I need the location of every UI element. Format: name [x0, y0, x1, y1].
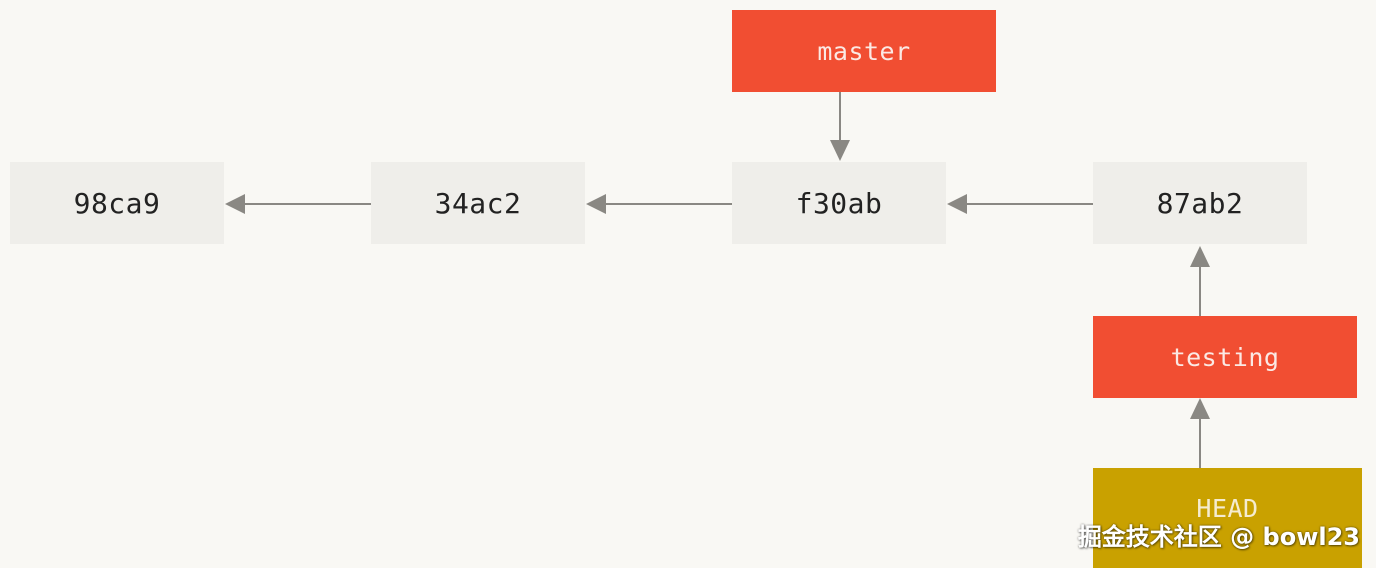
commit-id-label: f30ab: [795, 186, 883, 220]
arrow-testing-to-87ab2: [1190, 246, 1210, 316]
arrow-87ab2-to-f30ab: [947, 194, 1093, 214]
arrow-f30ab-to-34ac2: [586, 194, 732, 214]
commit-id-label: 98ca9: [73, 186, 161, 220]
commit-f30ab: f30ab: [732, 162, 946, 244]
head-label: HEAD: [1196, 494, 1259, 523]
arrow-head-to-testing: [1190, 398, 1210, 468]
head-pointer: HEAD: [1093, 468, 1362, 568]
commit-87ab2: 87ab2: [1093, 162, 1307, 244]
branch-testing-label: testing: [1170, 342, 1280, 372]
commit-id-label: 34ac2: [434, 186, 522, 220]
watermark-text: 掘金技术社区 @ bowl23: [1077, 523, 1360, 551]
branch-testing: testing: [1093, 316, 1357, 398]
commit-34ac2: 34ac2: [371, 162, 585, 244]
arrow-master-to-f30ab: [830, 92, 850, 161]
commit-id-label: 87ab2: [1156, 186, 1244, 220]
branch-master: master: [732, 10, 996, 92]
branch-master-label: master: [817, 36, 911, 66]
commit-98ca9: 98ca9: [10, 162, 224, 244]
arrow-34ac2-to-98ca9: [225, 194, 371, 214]
